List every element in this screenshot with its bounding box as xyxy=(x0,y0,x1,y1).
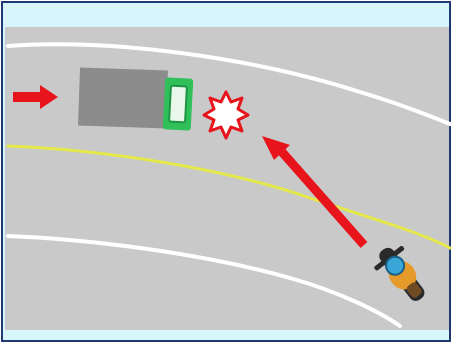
impact-burst-icon xyxy=(204,92,248,138)
truck-cargo-body xyxy=(78,67,168,128)
road-surface xyxy=(5,27,449,330)
truck-windshield xyxy=(169,86,187,123)
